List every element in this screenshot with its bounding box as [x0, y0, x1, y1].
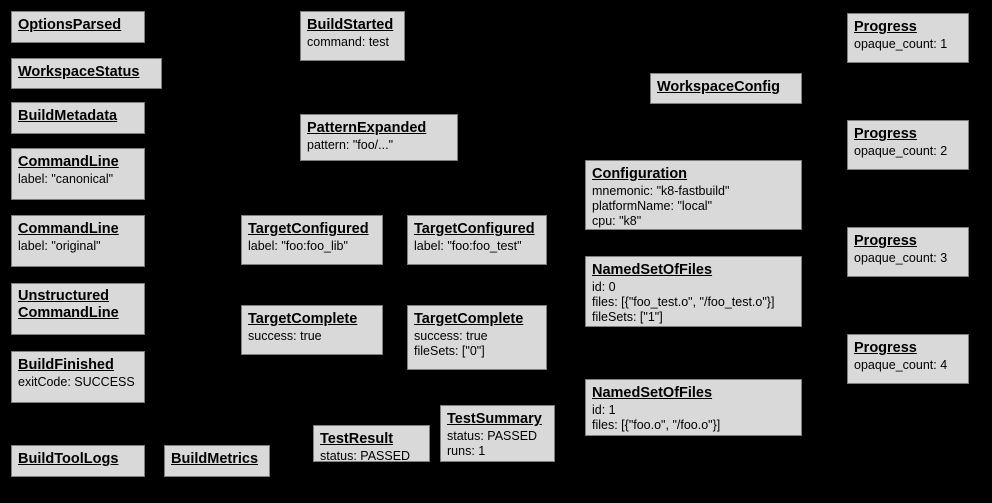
event-node-progress-4[interactable]: Progress opaque_count: 4 — [847, 334, 969, 384]
node-field: opaque_count: 4 — [854, 358, 948, 372]
node-title: Progress — [854, 233, 917, 249]
node-title: TargetConfigured — [248, 221, 369, 237]
event-node-configuration[interactable]: Configuration mnemonic: "k8-fastbuild"pla… — [585, 160, 802, 230]
node-field: fileSets: ["1"] — [592, 310, 663, 324]
event-node-build-started[interactable]: BuildStarted command: test — [300, 11, 405, 61]
event-node-test-result[interactable]: TestResult status: PASSED — [313, 425, 430, 462]
node-field: platformName: "local" — [592, 199, 713, 213]
node-title: CommandLine — [18, 221, 119, 237]
event-node-build-tool-logs[interactable]: BuildToolLogs — [11, 445, 145, 477]
node-field: runs: 1 — [447, 444, 486, 458]
node-title: BuildFinished — [18, 357, 114, 373]
node-title: BuildToolLogs — [18, 451, 119, 467]
node-title: TestSummary — [447, 411, 542, 427]
node-title: TargetConfigured — [414, 221, 535, 237]
node-fields: opaque_count: 2 — [854, 144, 962, 159]
event-node-build-metadata[interactable]: BuildMetadata — [11, 102, 145, 134]
node-fields: opaque_count: 1 — [854, 37, 962, 52]
node-field: opaque_count: 3 — [854, 251, 948, 265]
event-node-progress-1[interactable]: Progress opaque_count: 1 — [847, 13, 969, 63]
event-node-command-line-canonical[interactable]: CommandLine label: "canonical" — [11, 148, 145, 200]
node-title: WorkspaceStatus — [18, 64, 140, 80]
node-title: Progress — [854, 19, 917, 35]
node-field: label: "canonical" — [18, 172, 114, 186]
node-field: exitCode: SUCCESS — [18, 375, 135, 389]
event-node-build-metrics[interactable]: BuildMetrics — [164, 445, 270, 477]
node-fields: mnemonic: "k8-fastbuild"platformName: "l… — [592, 184, 795, 229]
node-title: Progress — [854, 340, 917, 356]
node-fields: label: "original" — [18, 239, 138, 254]
node-title: TargetComplete — [414, 311, 524, 327]
node-field: pattern: "foo/..." — [307, 138, 394, 152]
node-field: fileSets: ["0"] — [414, 344, 485, 358]
node-title: WorkspaceConfig — [657, 79, 781, 95]
event-node-progress-2[interactable]: Progress opaque_count: 2 — [847, 120, 969, 170]
node-title: Configuration — [592, 166, 688, 182]
event-node-options-parsed[interactable]: OptionsParsed — [11, 11, 145, 43]
node-fields: pattern: "foo/..." — [307, 138, 451, 153]
node-field: files: [{"foo_test.o", "/foo_test.o"}] — [592, 295, 775, 309]
node-title: BuildStarted — [307, 17, 394, 33]
node-title: PatternExpanded — [307, 120, 427, 136]
node-field: status: PASSED — [320, 449, 411, 462]
node-fields: success: true — [248, 329, 376, 344]
node-title: TargetComplete — [248, 311, 358, 327]
node-field: label: "foo:foo_lib" — [248, 239, 348, 253]
node-field: id: 0 — [592, 280, 616, 294]
node-title: NamedSetOfFiles — [592, 262, 713, 278]
node-field: cpu: "k8" — [592, 214, 642, 228]
event-node-target-complete-lib[interactable]: TargetComplete success: true — [241, 305, 383, 355]
event-node-target-configured-foo-lib[interactable]: TargetConfigured label: "foo:foo_lib" — [241, 215, 383, 265]
event-node-unstructured-command-line[interactable]: Unstructured CommandLine — [11, 283, 145, 335]
node-title: TestResult — [320, 431, 394, 447]
node-title: CommandLine — [18, 154, 119, 170]
event-node-build-finished[interactable]: BuildFinished exitCode: SUCCESS — [11, 351, 145, 403]
node-field: opaque_count: 1 — [854, 37, 948, 51]
node-field: id: 1 — [592, 403, 616, 417]
event-node-command-line-original[interactable]: CommandLine label: "original" — [11, 215, 145, 267]
node-field: success: true — [248, 329, 322, 343]
node-field: success: true — [414, 329, 488, 343]
node-field: opaque_count: 2 — [854, 144, 948, 158]
node-title: BuildMetrics — [171, 451, 259, 467]
node-field: status: PASSED — [447, 429, 538, 443]
node-field: label: "foo:foo_test" — [414, 239, 522, 253]
node-title: BuildMetadata — [18, 108, 118, 124]
node-fields: label: "foo:foo_test" — [414, 239, 540, 254]
event-node-workspace-config[interactable]: WorkspaceConfig — [650, 73, 802, 104]
node-fields: opaque_count: 3 — [854, 251, 962, 266]
node-field: mnemonic: "k8-fastbuild" — [592, 184, 730, 198]
node-fields: label: "foo:foo_lib" — [248, 239, 376, 254]
event-node-workspace-status[interactable]: WorkspaceStatus — [11, 58, 162, 89]
node-fields: label: "canonical" — [18, 172, 138, 187]
node-fields: opaque_count: 4 — [854, 358, 962, 373]
node-title: Unstructured CommandLine — [18, 288, 119, 321]
node-fields: status: PASSED — [320, 449, 423, 462]
node-fields: command: test — [307, 35, 398, 50]
node-title: NamedSetOfFiles — [592, 385, 713, 401]
node-field: label: "original" — [18, 239, 101, 253]
event-node-progress-3[interactable]: Progress opaque_count: 3 — [847, 227, 969, 277]
node-fields: exitCode: SUCCESS — [18, 375, 138, 390]
event-node-target-configured-foo-test[interactable]: TargetConfigured label: "foo:foo_test" — [407, 215, 547, 265]
node-title: OptionsParsed — [18, 17, 122, 33]
event-node-pattern-expanded[interactable]: PatternExpanded pattern: "foo/..." — [300, 114, 458, 161]
node-field: command: test — [307, 35, 389, 49]
node-title: Progress — [854, 126, 917, 142]
node-field: files: [{"foo.o", "/foo.o"}] — [592, 418, 721, 432]
